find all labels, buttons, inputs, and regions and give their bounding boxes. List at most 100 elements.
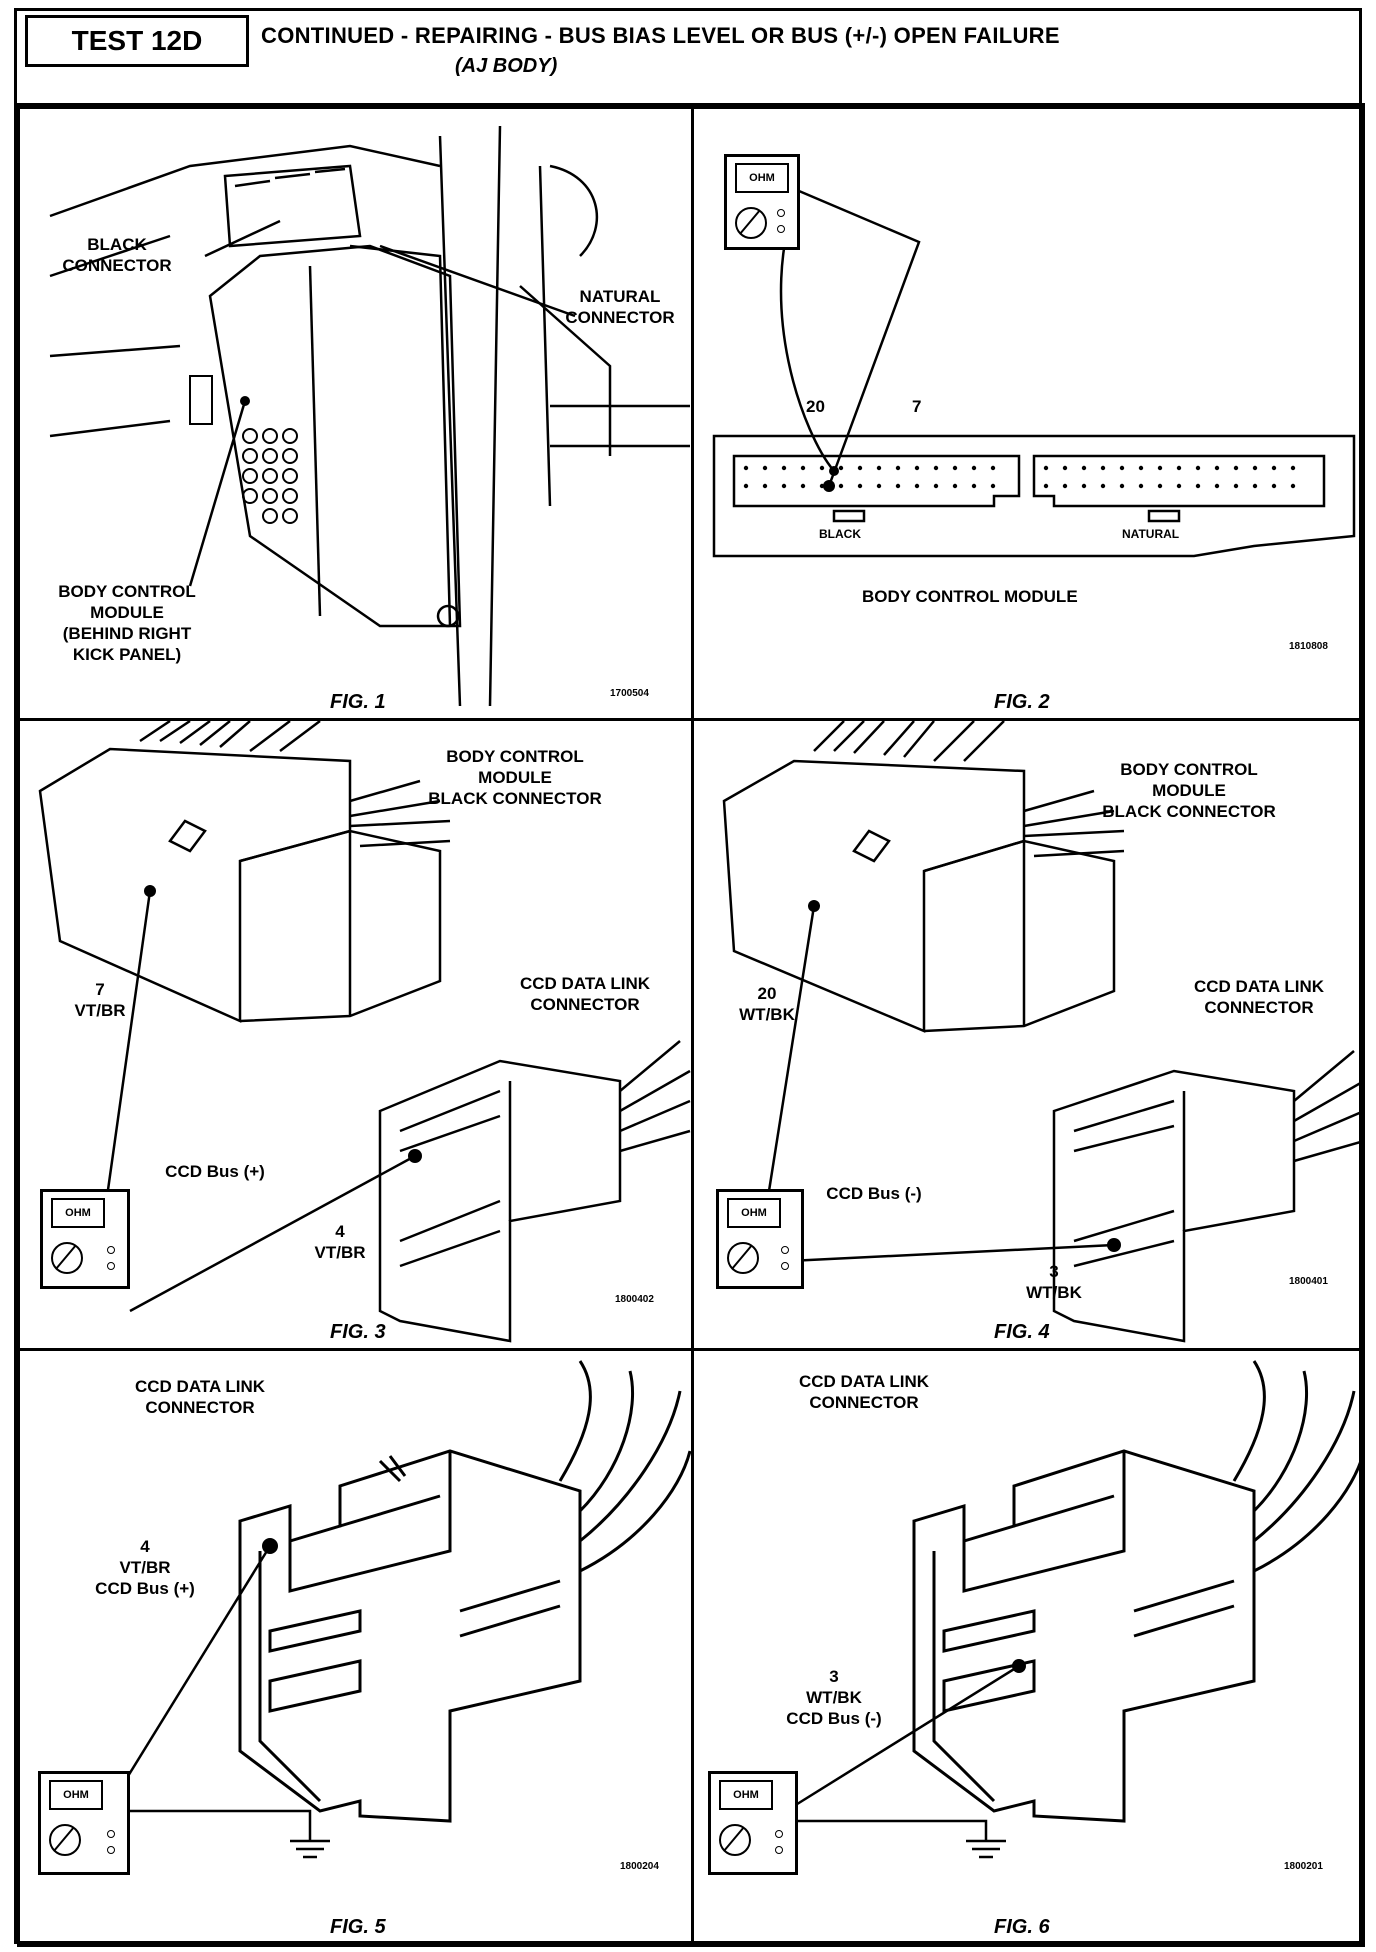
connector-pin [1214, 483, 1220, 489]
meter-dial-icon [719, 1824, 751, 1856]
figure-1-panel: BLACK CONNECTOR NATURAL CONNECTOR BODY C… [17, 103, 694, 721]
label-black-connector: BLACK CONNECTOR [62, 235, 172, 275]
natural-connector-label: NATURAL [1122, 527, 1180, 541]
wire-top-label: 7 VT/BR [74, 980, 126, 1020]
ohmmeter: OHM [40, 1189, 130, 1289]
meter-dial-icon [727, 1242, 759, 1274]
module-label: BODY CONTROL MODULE BLACK CONNECTOR [428, 747, 602, 808]
connector-pin [1195, 483, 1201, 489]
wire-label: 3 WT/BK CCD Bus (-) [786, 1667, 882, 1728]
connector-pin [857, 483, 863, 489]
wire-bottom-label: 4 VT/BR [314, 1222, 366, 1262]
connector-pin [952, 465, 958, 471]
ccd-connector-label: CCD DATA LINK CONNECTOR [135, 1377, 265, 1417]
connector-pin [1157, 465, 1163, 471]
figure-1-caption: FIG. 1 [330, 691, 386, 713]
connector-pin [971, 483, 977, 489]
wire-top-label: 20 WT/BK [739, 984, 795, 1024]
bus-label: CCD Bus (+) [165, 1162, 265, 1181]
figure-5-ref: 1800204 [620, 1861, 659, 1872]
header: TEST 12D CONTINUED - REPAIRING - BUS BIA… [17, 11, 1359, 109]
connector-pin [838, 483, 844, 489]
pin-20-label: 20 [806, 397, 825, 416]
meter-dial-icon [51, 1242, 83, 1274]
meter-jack-icon [775, 1846, 783, 1854]
connector-pin [1119, 483, 1125, 489]
meter-display: OHM [727, 1198, 781, 1228]
figure-2-ref: 1810808 [1289, 641, 1328, 652]
meter-display: OHM [719, 1780, 773, 1810]
page-title: CONTINUED - REPAIRING - BUS BIAS LEVEL O… [261, 23, 1060, 48]
connector-pin [914, 465, 920, 471]
connector-pin [819, 465, 825, 471]
ohmmeter: OHM [724, 154, 800, 250]
connector-pin [1043, 483, 1049, 489]
connector-pin [1138, 465, 1144, 471]
connector-pin [743, 483, 749, 489]
connector-pin [1214, 465, 1220, 471]
connector-pin [876, 483, 882, 489]
connector-pin [1157, 483, 1163, 489]
meter-jack-icon [107, 1246, 115, 1254]
meter-dial-icon [49, 1824, 81, 1856]
figure-3-ref: 1800402 [615, 1294, 654, 1305]
page-subtitle: (AJ BODY) [455, 55, 558, 77]
meter-jack-icon [107, 1846, 115, 1854]
ccd-connector-label: CCD DATA LINK CONNECTOR [520, 974, 650, 1014]
ohmmeter: OHM [708, 1771, 798, 1875]
meter-jack-icon [781, 1246, 789, 1254]
black-connector-label: BLACK [819, 527, 861, 541]
ccd-connector-label: CCD DATA LINK CONNECTOR [799, 1372, 929, 1412]
figure-4-caption: FIG. 4 [994, 1321, 1050, 1343]
meter-display: OHM [735, 163, 789, 193]
connector-pin [1290, 465, 1296, 471]
connector-pin [800, 483, 806, 489]
connector-pin [743, 465, 749, 471]
connector-pin [933, 465, 939, 471]
ccd-connector-label: CCD DATA LINK CONNECTOR [1194, 977, 1324, 1017]
meter-jack-icon [777, 209, 785, 217]
connector-pin [914, 483, 920, 489]
connector-pin [990, 483, 996, 489]
connector-pin [857, 465, 863, 471]
connector-pin [1062, 465, 1068, 471]
label-body-control-module: BODY CONTROL MODULE (BEHIND RIGHT KICK P… [58, 582, 196, 664]
connector-pin [1252, 483, 1258, 489]
label-natural-connector: NATURAL CONNECTOR [565, 287, 675, 327]
bcm-to-ccd-plus-drawing [38, 721, 691, 1343]
figure-6-ref: 1800201 [1284, 1861, 1323, 1872]
connector-pin [1271, 465, 1277, 471]
connector-pin [1081, 465, 1087, 471]
connector-pin [895, 483, 901, 489]
connector-pin [1062, 483, 1068, 489]
bcm-location-drawing [49, 125, 690, 707]
meter-display: OHM [49, 1780, 103, 1810]
connector-pin [781, 483, 787, 489]
figure-5-caption: FIG. 5 [330, 1916, 386, 1938]
connector-pin [1100, 465, 1106, 471]
meter-jack-icon [777, 225, 785, 233]
connector-pin [895, 465, 901, 471]
connector-pin [1233, 465, 1239, 471]
meter-display: OHM [51, 1198, 105, 1228]
ccd-plus-ground-drawing [123, 1360, 691, 1859]
ohmmeter: OHM [716, 1189, 804, 1289]
bus-label: CCD Bus (-) [826, 1184, 922, 1203]
figure-4-ref: 1800401 [1289, 1276, 1328, 1287]
bcm-to-ccd-minus-drawing [722, 721, 1362, 1343]
pin-7-label: 7 [912, 397, 922, 416]
figure-6-panel: OHM CCD DATA LINK CONNECTOR 3 WT/BK CCD … [691, 1348, 1365, 1947]
bcm-pinout-drawing [712, 189, 1356, 558]
connector-pin [1271, 483, 1277, 489]
connector-pin [1290, 483, 1296, 489]
module-label: BODY CONTROL MODULE BLACK CONNECTOR [1102, 760, 1276, 821]
figure-6-caption: FIG. 6 [994, 1916, 1050, 1938]
meter-jack-icon [781, 1262, 789, 1270]
test-id-box: TEST 12D [25, 15, 249, 67]
figure-5-panel: OHM CCD DATA LINK CONNECTOR 4 VT/BR CCD … [17, 1348, 694, 1947]
connector-pin [781, 465, 787, 471]
figure-3-panel: OHM BODY CONTROL MODULE BLACK CONNECTOR … [17, 718, 694, 1351]
figure-4-panel: OHM BODY CONTROL MODULE BLACK CONNECTOR … [691, 718, 1365, 1351]
ccd-minus-ground-drawing [793, 1360, 1362, 1859]
figure-2-caption: FIG. 2 [994, 691, 1050, 713]
